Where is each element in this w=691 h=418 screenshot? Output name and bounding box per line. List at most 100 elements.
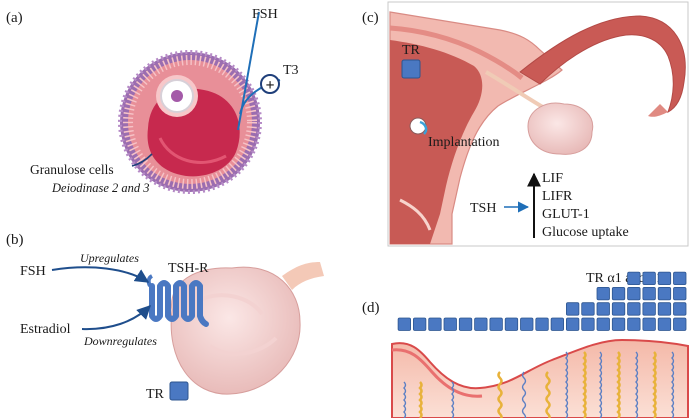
tshr-label: TSH-R	[168, 261, 209, 276]
blastocyst	[409, 117, 427, 135]
oocyte-nucleus	[171, 90, 183, 102]
tr-block-b	[169, 381, 189, 401]
tr-block	[657, 286, 672, 301]
tr-block	[581, 317, 595, 331]
fsh-label-a: FSH	[252, 7, 278, 22]
tr-block	[642, 271, 656, 286]
blood-vessel	[599, 351, 603, 418]
tr-label-b: TR	[146, 387, 165, 402]
tr-block	[627, 271, 641, 286]
tr-block	[611, 317, 626, 331]
tr-block	[412, 317, 427, 331]
tr-block	[657, 271, 672, 286]
effect-item-2: GLUT-1	[542, 207, 590, 222]
plus-sign: +	[265, 77, 274, 94]
cervix-highlight	[399, 198, 432, 231]
estradiol-label: Estradiol	[20, 322, 71, 337]
tr-block	[428, 317, 442, 331]
tr-block	[611, 302, 626, 316]
uterine-fundus-layer	[389, 25, 524, 80]
tr-block	[581, 302, 595, 316]
blood-vessel	[403, 381, 407, 418]
panel-b: (b) TSH-R FSH Upregulates Estradiol Down…	[6, 232, 324, 402]
tsh-receptor	[149, 280, 209, 327]
blood-vessel	[671, 351, 675, 418]
tr-block	[642, 302, 656, 316]
tr-block	[489, 317, 503, 331]
panel-a: (a) FSH T3 + Granulose cells Deiodinase …	[6, 7, 299, 195]
tr-block-stack	[397, 271, 687, 331]
panel-c: (c) Implantation TR TSH LIF LIFR GLUT-1 …	[362, 1, 689, 247]
implantation-label: Implantation	[428, 135, 500, 150]
antrum-highlight	[158, 137, 227, 164]
tr-block	[657, 317, 672, 331]
tr-block	[657, 302, 672, 316]
blastocyst-inner	[419, 120, 428, 135]
effect-item-1: LIFR	[542, 189, 573, 204]
tr-block	[673, 271, 687, 286]
upregulates-label: Upregulates	[80, 251, 139, 265]
t3-label: T3	[283, 63, 299, 78]
effect-item-3: Glucose uptake	[542, 225, 629, 240]
tr-block	[474, 317, 488, 331]
tr-block	[627, 286, 641, 301]
blood-vessel	[521, 371, 527, 418]
panel-a-label: (a)	[6, 10, 23, 26]
blood-vessel	[451, 381, 455, 418]
upregulates-arrow	[51, 266, 150, 283]
tr-block	[397, 317, 412, 331]
tr-block	[627, 302, 641, 316]
tr-block	[627, 317, 641, 331]
tr-block-c	[401, 59, 421, 79]
tr-label-c: TR	[402, 43, 421, 58]
tr-block	[673, 286, 687, 301]
uterine-cavity	[390, 40, 483, 244]
endometrial-gland	[582, 351, 587, 418]
tr-block	[673, 317, 687, 331]
tr-block	[443, 317, 457, 331]
plus-icon	[260, 74, 280, 94]
blood-vessel	[635, 351, 639, 418]
endometrial-gland	[497, 371, 503, 418]
endometrial-gland	[418, 381, 423, 418]
panel-d-label: (d)	[362, 300, 380, 316]
tsh-label: TSH	[470, 201, 496, 216]
tr-block	[566, 317, 580, 331]
panel-c-label: (c)	[362, 10, 379, 26]
downregulates-arrow	[81, 305, 151, 331]
follicle-outer-texture	[118, 50, 262, 194]
tr-block	[550, 317, 564, 331]
endometrial-gland	[652, 351, 657, 418]
endometrium-surface	[391, 348, 483, 398]
deiodinase-label: Deiodinase 2 and 3	[51, 181, 150, 195]
endometrial-glands	[403, 351, 675, 418]
tr-block	[642, 286, 656, 301]
tr-block	[673, 302, 687, 316]
fsh-label-b: FSH	[20, 264, 46, 279]
ovarian-ligament	[282, 262, 324, 290]
granulosa-texture	[123, 55, 257, 189]
panel-c-frame	[387, 1, 689, 247]
endometrium	[391, 338, 689, 418]
tr-block	[596, 286, 610, 301]
tr-block	[596, 302, 610, 316]
tr-block	[642, 317, 656, 331]
downregulates-label: Downregulates	[83, 334, 157, 348]
tr-block	[535, 317, 549, 331]
endometrial-gland	[545, 371, 551, 418]
granulose-pointer	[131, 153, 153, 167]
tr-block	[504, 317, 519, 331]
tr-block	[596, 317, 610, 331]
tr-block	[566, 302, 580, 316]
ovary-b-highlight-2	[208, 336, 278, 356]
panel-b-label: (b)	[6, 232, 24, 248]
ovary-b-highlight-1	[199, 293, 264, 316]
ovary-c	[527, 102, 594, 155]
panel-d: (d) TR α1 and β1	[362, 271, 689, 418]
granulose-label: Granulose cells	[30, 162, 114, 177]
endometrial-gland	[616, 351, 621, 418]
effect-item-0: LIF	[542, 171, 563, 186]
tr-block	[520, 317, 534, 331]
tr-block	[458, 317, 473, 331]
